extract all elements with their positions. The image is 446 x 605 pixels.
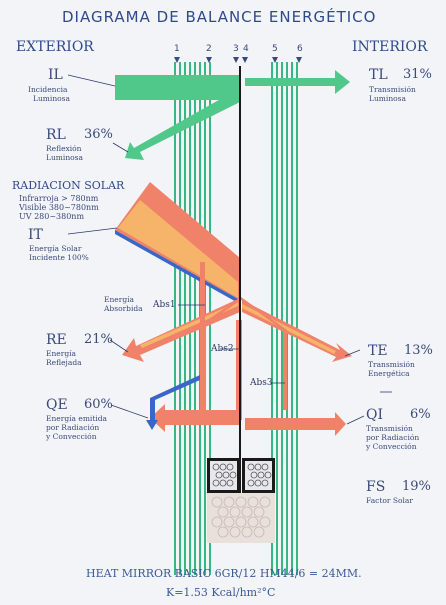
- transmitted-energy-core: [242, 304, 336, 354]
- qe-desc-3: y Convección: [46, 432, 97, 441]
- sealant-pattern: [211, 496, 271, 538]
- layer-markers: [174, 57, 302, 63]
- reflected-energy-core: [140, 302, 238, 348]
- sealant: [207, 493, 275, 543]
- it-desc-1: Energía Solar: [29, 244, 82, 253]
- qe-leader: [110, 404, 149, 419]
- u-value: K=1.53 Kcal/hm²°C: [166, 586, 276, 599]
- qi-desc-3: y Convección: [366, 442, 417, 451]
- interior-label: INTERIOR: [352, 39, 428, 55]
- tl-code: TL: [369, 67, 388, 83]
- layer-number: 4: [243, 44, 249, 54]
- emitted-energy-arrow: [150, 404, 240, 432]
- layer-number: 2: [206, 44, 212, 54]
- il-desc-1: Incidencia: [28, 85, 68, 94]
- il-code: IL: [48, 67, 63, 83]
- rl-desc-2: Luminosa: [46, 153, 83, 162]
- rl-desc-1: Reflexión: [46, 144, 82, 153]
- glazing-spec: HEAT MIRROR BASIC 6GR/12 HM44/6 = 24MM.: [86, 567, 362, 580]
- solar-band-uv: [115, 230, 240, 304]
- it-code: IT: [28, 227, 43, 243]
- re-desc-2: Reflejada: [46, 358, 82, 367]
- solar-heading: RADIACION SOLAR: [12, 179, 125, 192]
- it-leader: [67, 227, 118, 235]
- te-code: TE: [368, 343, 388, 359]
- absorbed-desc-1: Energía: [104, 295, 134, 304]
- qi-desc-1: Transmisión: [366, 424, 413, 433]
- qi-desc-2: por Radiación: [366, 433, 420, 442]
- solar-spec-visible: Visible 380~780nm: [19, 203, 99, 212]
- absorbed-desc-2: Absorbida: [104, 304, 143, 313]
- abs3-label: Abs3: [250, 378, 273, 388]
- re-value: 21%: [84, 332, 113, 347]
- qi-value: 6%: [410, 407, 431, 422]
- il-leader: [67, 74, 116, 87]
- rl-leader: [112, 142, 129, 153]
- tl-desc-1: Transmisión: [369, 85, 416, 94]
- qe-desc-2: por Radiación: [46, 423, 100, 432]
- tl-desc-2: Luminosa: [369, 94, 406, 103]
- il-desc-2: Luminosa: [33, 94, 70, 103]
- fs-value: 19%: [402, 479, 431, 494]
- te-desc-1: Transmisión: [368, 360, 415, 369]
- layer-number: 3: [233, 44, 239, 54]
- rl-value: 36%: [84, 127, 113, 142]
- layer-number: 1: [174, 44, 180, 54]
- qe-code: QE: [46, 397, 68, 413]
- fs-code: FS: [366, 479, 386, 495]
- it-desc-2: Incidente 100%: [29, 253, 89, 262]
- qe-desc-1: Energía emitida: [46, 414, 108, 423]
- transmitted-light-arrow: [245, 70, 350, 94]
- re-code: RE: [46, 332, 67, 348]
- te-leader: [344, 349, 361, 357]
- desiccant-pattern: [212, 463, 272, 487]
- interior-transfer-arrow: [245, 412, 346, 436]
- re-desc-1: Energía: [46, 349, 76, 358]
- qi-code: QI: [366, 407, 384, 423]
- qi-leader: [346, 415, 365, 425]
- te-desc-2: Energética: [368, 369, 410, 378]
- qe-value: 60%: [84, 397, 113, 412]
- abs2-label: Abs2: [211, 344, 234, 354]
- re-leader: [109, 339, 129, 353]
- reflected-light-arrow: [125, 88, 240, 160]
- abs1-label: Abs1: [153, 300, 176, 310]
- exterior-label: EXTERIOR: [16, 39, 94, 55]
- absorbed-energy-left-leg: [200, 325, 206, 410]
- solar-band-middle: [118, 200, 238, 298]
- te-value: 13%: [404, 343, 433, 358]
- solar-spec-uv: UV 280~380nm: [19, 212, 85, 221]
- layer-number: 6: [297, 44, 303, 54]
- solar-spec-ir: Infrarroja > 780nm: [19, 194, 99, 203]
- tl-value: 31%: [403, 67, 432, 82]
- rl-code: RL: [46, 127, 66, 143]
- layer-number: 5: [272, 44, 278, 54]
- light-transmission-arrow: [115, 75, 240, 100]
- diagram-title: DIAGRAMA DE BALANCE ENERGÉTICO: [62, 8, 377, 26]
- fs-desc: Factor Solar: [366, 496, 413, 505]
